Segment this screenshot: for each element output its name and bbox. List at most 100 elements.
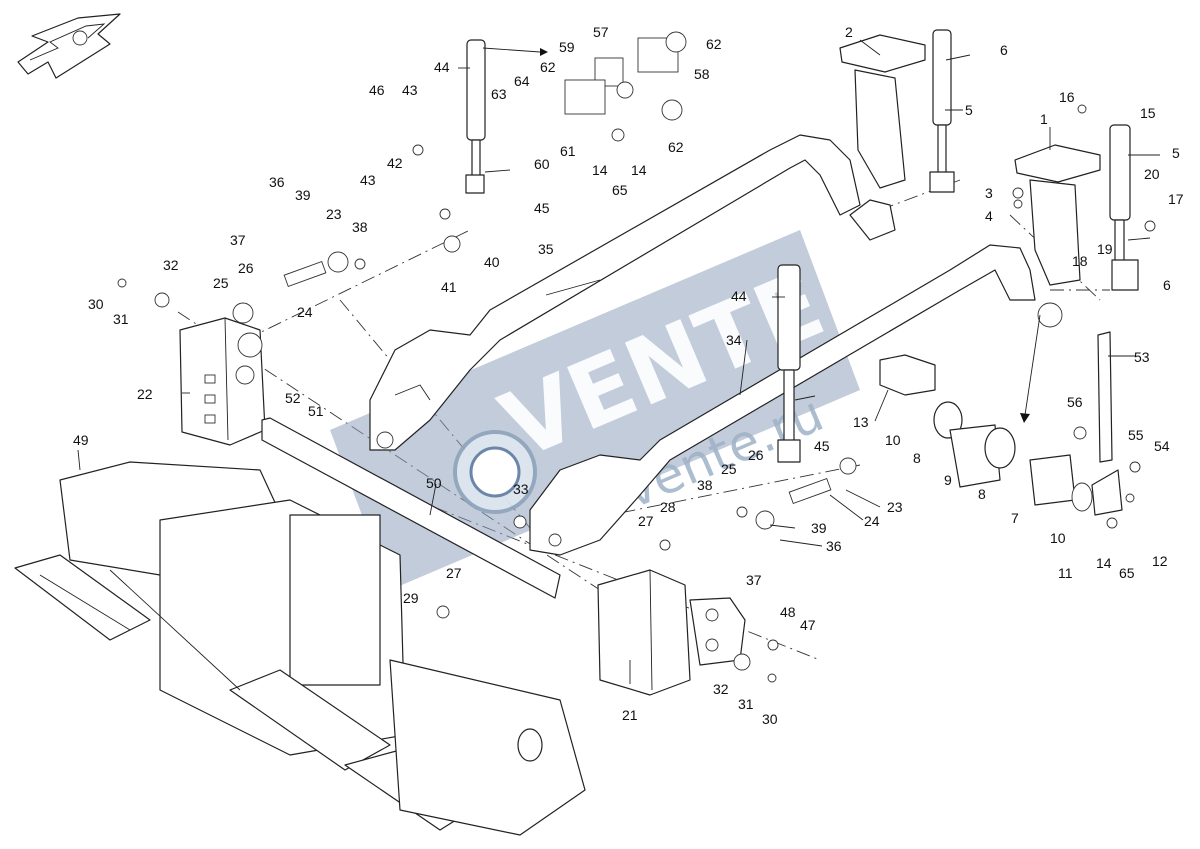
label-51: 51 <box>308 403 324 419</box>
label-37: 37 <box>230 232 246 248</box>
label-36: 36 <box>269 174 285 190</box>
cylinder-44-middle <box>777 264 801 463</box>
label-31: 31 <box>113 311 129 327</box>
label-52: 52 <box>285 390 301 406</box>
label-21: 21 <box>622 707 638 723</box>
label-5: 5 <box>1172 145 1180 161</box>
label-42: 42 <box>387 155 403 171</box>
label-54: 54 <box>1154 438 1170 454</box>
label-26: 26 <box>238 260 254 276</box>
label-40: 40 <box>484 254 500 270</box>
cylinder-5-left <box>929 29 955 193</box>
label-35: 35 <box>538 241 554 257</box>
label-7: 7 <box>1011 510 1019 526</box>
label-1: 1 <box>1040 111 1048 127</box>
label-15: 15 <box>1140 105 1156 121</box>
label-46: 46 <box>369 82 385 98</box>
label-9: 9 <box>944 472 952 488</box>
label-17: 17 <box>1168 191 1184 207</box>
label-14: 14 <box>631 162 647 178</box>
label-8: 8 <box>913 450 921 466</box>
label-25: 25 <box>721 461 737 477</box>
label-29: 29 <box>403 590 419 606</box>
label-61: 61 <box>560 143 576 159</box>
label-3: 3 <box>985 185 993 201</box>
label-49: 49 <box>73 432 89 448</box>
label-43: 43 <box>402 82 418 98</box>
label-6: 6 <box>1000 42 1008 58</box>
label-12: 12 <box>1152 553 1168 569</box>
detail-arrows <box>482 47 1151 423</box>
label-38: 38 <box>697 477 713 493</box>
mounting-frame-21 <box>597 569 746 696</box>
label-13: 13 <box>853 414 869 430</box>
label-43: 43 <box>360 172 376 188</box>
label-27: 27 <box>446 565 462 581</box>
label-27: 27 <box>638 513 654 529</box>
label-38: 38 <box>352 219 368 235</box>
label-45: 45 <box>534 200 550 216</box>
label-20: 20 <box>1144 166 1160 182</box>
label-2: 2 <box>845 24 853 40</box>
mounting-frame-22 <box>179 317 266 446</box>
label-58: 58 <box>694 66 710 82</box>
label-32: 32 <box>163 257 179 273</box>
label-39: 39 <box>295 187 311 203</box>
label-44: 44 <box>731 288 747 304</box>
leader-lines <box>77 39 1160 684</box>
label-34: 34 <box>726 332 742 348</box>
label-24: 24 <box>864 513 880 529</box>
label-18: 18 <box>1072 253 1088 269</box>
label-65: 65 <box>1119 565 1135 581</box>
label-23: 23 <box>887 499 903 515</box>
label-62: 62 <box>668 139 684 155</box>
label-32: 32 <box>713 681 729 697</box>
label-62: 62 <box>706 36 722 52</box>
bracket-2 <box>839 34 926 189</box>
label-8: 8 <box>978 486 986 502</box>
label-22: 22 <box>137 386 153 402</box>
label-59: 59 <box>559 39 575 55</box>
label-30: 30 <box>762 711 778 727</box>
label-56: 56 <box>1067 394 1083 410</box>
beam-50 <box>261 417 561 599</box>
label-10: 10 <box>1050 530 1066 546</box>
direction-arrow-icon <box>17 13 121 79</box>
label-25: 25 <box>213 275 229 291</box>
label-41: 41 <box>441 279 457 295</box>
label-37: 37 <box>746 572 762 588</box>
cylinder-44-top <box>465 39 486 194</box>
label-14: 14 <box>592 162 608 178</box>
label-63: 63 <box>491 86 507 102</box>
label-55: 55 <box>1128 427 1144 443</box>
boom-arm-35 <box>369 134 896 451</box>
label-31: 31 <box>738 696 754 712</box>
cylinder-5-right <box>1109 124 1139 291</box>
label-45: 45 <box>814 438 830 454</box>
label-10: 10 <box>885 432 901 448</box>
label-19: 19 <box>1097 241 1113 257</box>
label-60: 60 <box>534 156 550 172</box>
label-28: 28 <box>660 499 676 515</box>
hardware-parts <box>117 31 1156 683</box>
label-48: 48 <box>780 604 796 620</box>
label-65: 65 <box>612 182 628 198</box>
machine-body-49 <box>14 461 586 836</box>
label-4: 4 <box>985 208 993 224</box>
label-47: 47 <box>800 617 816 633</box>
label-16: 16 <box>1059 89 1075 105</box>
label-26: 26 <box>748 447 764 463</box>
label-39: 39 <box>811 520 827 536</box>
label-53: 53 <box>1134 349 1150 365</box>
label-14: 14 <box>1096 555 1112 571</box>
label-62: 62 <box>540 59 556 75</box>
label-57: 57 <box>593 24 609 40</box>
label-50: 50 <box>426 475 442 491</box>
label-64: 64 <box>514 73 530 89</box>
rack-53 <box>1091 331 1123 516</box>
label-24: 24 <box>297 304 313 320</box>
label-33: 33 <box>513 481 529 497</box>
boom-arm-34 <box>529 244 1063 556</box>
